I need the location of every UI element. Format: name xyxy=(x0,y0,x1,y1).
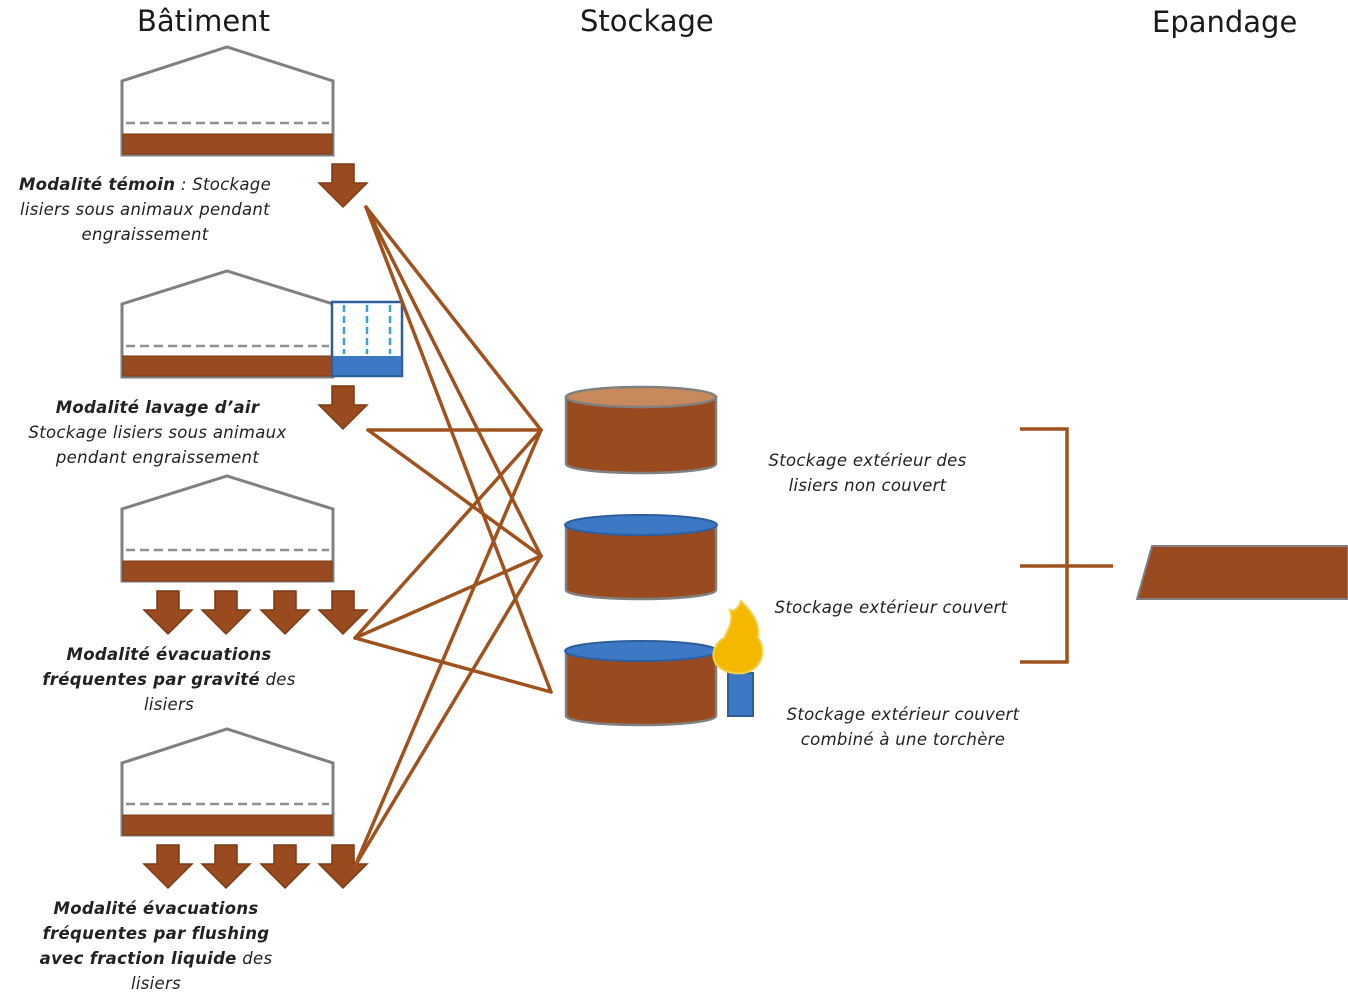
caption-title: Modalité évacuations xyxy=(66,645,272,664)
field-icon xyxy=(1135,545,1348,600)
caption-gravite: Modalité évacuations fréquentes par grav… xyxy=(42,645,296,714)
down-arrow-icon xyxy=(143,844,193,889)
down-arrow-icon xyxy=(143,590,193,635)
label-storage-covered: Stockage extérieur couvert xyxy=(774,598,1008,617)
down-arrow-icon xyxy=(260,590,310,635)
header-epandage: Epandage xyxy=(1152,5,1298,39)
building-icon-gravite xyxy=(120,474,335,583)
flare-icon xyxy=(712,599,764,717)
caption-lavage-air: Modalité lavage d’air Stockage lisiers s… xyxy=(28,398,287,467)
building-icon-temoin xyxy=(120,45,335,157)
bracket xyxy=(1020,427,1113,664)
connection-lines xyxy=(353,205,553,868)
storage-tank-icon-flare xyxy=(564,640,718,727)
caption-flushing: Modalité évacuations fréquentes par flus… xyxy=(39,899,273,993)
building-icon-lavage-air xyxy=(120,269,335,379)
down-arrow-icon xyxy=(318,385,368,430)
header-batiment: Bâtiment xyxy=(137,4,270,38)
down-arrow-icon xyxy=(201,844,251,889)
storage-tank-icon-uncovered xyxy=(564,385,718,475)
caption-title: Modalité lavage d’air xyxy=(55,398,260,417)
label-storage-flare: Stockage extérieur couvert combiné à une… xyxy=(786,705,1020,749)
building-icon-flushing xyxy=(120,727,335,837)
down-arrow-icon xyxy=(201,590,251,635)
label-storage-uncovered: Stockage extérieur des lisiers non couve… xyxy=(768,451,967,495)
down-arrow-icon xyxy=(260,844,310,889)
caption-title: Modalité témoin xyxy=(18,175,176,194)
caption-temoin: Modalité témoin : Stockage lisiers sous … xyxy=(18,175,272,244)
caption-title: Modalité évacuations xyxy=(53,899,259,918)
down-arrow-icon xyxy=(318,590,368,635)
down-arrow-icon xyxy=(318,163,368,208)
air-scrubber-icon xyxy=(330,300,404,378)
header-stockage: Stockage xyxy=(580,4,714,38)
storage-tank-icon-covered xyxy=(564,514,718,601)
